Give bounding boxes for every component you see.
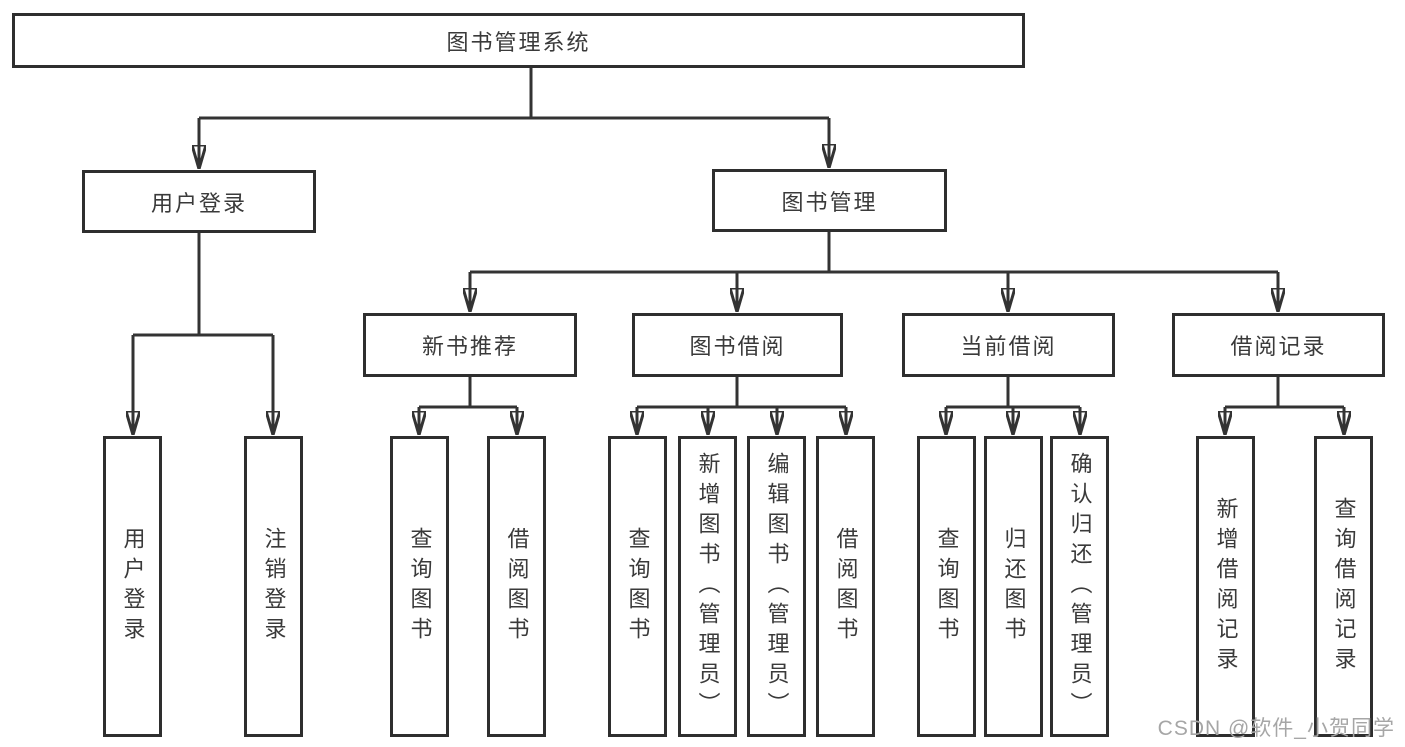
node-borrowing-records: 借阅记录 — [1172, 313, 1385, 377]
node-label: 图书借阅 — [689, 334, 786, 359]
node-label: 注销登录 — [261, 526, 287, 647]
node-label: 查询借阅记录 — [1331, 496, 1357, 677]
leaf-add-borrow-record: 新增借阅记录 — [1196, 436, 1255, 737]
watermark: CSDN @软件_小贺同学 — [1157, 717, 1395, 740]
arrowheads — [133, 118, 1344, 435]
leaf-query-books-1: 查询图书 — [390, 436, 449, 737]
leaf-edit-books-admin: 编辑图书（管理员） — [747, 436, 806, 737]
node-label: 用户登录 — [120, 526, 146, 647]
node-label: 新书推荐 — [421, 334, 518, 359]
node-label: 查询图书 — [625, 526, 651, 647]
leaf-user-login: 用户登录 — [103, 436, 162, 737]
node-book-borrowing: 图书借阅 — [632, 313, 843, 377]
node-label: 新增借阅记录 — [1213, 496, 1239, 677]
node-current-borrowing: 当前借阅 — [902, 313, 1115, 377]
node-label: 借阅图书 — [504, 526, 530, 647]
node-library-management-system: 图书管理系统 — [12, 13, 1025, 68]
node-label: 新增图书（管理员） — [695, 451, 721, 722]
node-label: 查询图书 — [934, 526, 960, 647]
leaf-borrow-books-1: 借阅图书 — [487, 436, 546, 737]
connector-lines — [133, 68, 1344, 409]
node-label: 当前借阅 — [960, 334, 1057, 359]
leaf-return-books: 归还图书 — [984, 436, 1043, 737]
node-label: 编辑图书（管理员） — [764, 451, 790, 722]
leaf-add-books-admin: 新增图书（管理员） — [678, 436, 737, 737]
leaf-borrow-books-2: 借阅图书 — [816, 436, 875, 737]
node-label: 借阅图书 — [833, 526, 859, 647]
node-label: 图书管理系统 — [446, 29, 591, 55]
leaf-query-books-2: 查询图书 — [608, 436, 667, 737]
node-label: 归还图书 — [1001, 526, 1027, 647]
node-label: 借阅记录 — [1230, 334, 1327, 359]
leaf-confirm-return-admin: 确认归还（管理员） — [1050, 436, 1109, 737]
node-book-management: 图书管理 — [712, 169, 947, 232]
node-label: 用户登录 — [150, 190, 247, 216]
node-new-book-recommend: 新书推荐 — [363, 313, 577, 377]
node-user-login: 用户登录 — [82, 170, 316, 233]
leaf-logout: 注销登录 — [244, 436, 303, 737]
node-label: 图书管理 — [781, 189, 878, 215]
node-label: 确认归还（管理员） — [1067, 451, 1093, 722]
node-label: 查询图书 — [407, 526, 433, 647]
leaf-query-borrow-record: 查询借阅记录 — [1314, 436, 1373, 737]
leaf-query-books-3: 查询图书 — [917, 436, 976, 737]
